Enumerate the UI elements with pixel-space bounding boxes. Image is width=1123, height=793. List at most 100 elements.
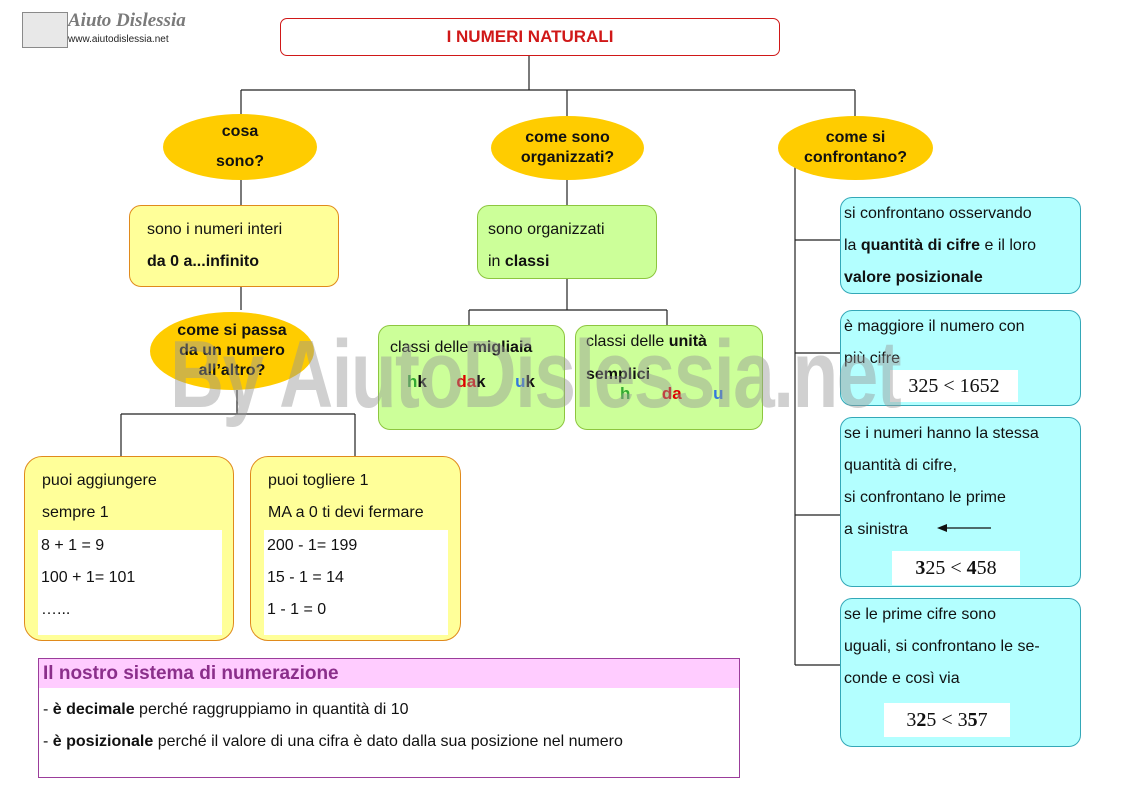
add-line: sempre 1 [42, 504, 109, 521]
semplici-prefix: classi delle [586, 333, 669, 350]
compare-line: si confrontano osservando [844, 205, 1032, 222]
migliaia-units: hk dak uk [390, 372, 564, 392]
digit-bold: 3 [915, 557, 926, 579]
semplici-bold: unità [668, 333, 707, 350]
compare-bold: quantità di cifre [860, 237, 981, 254]
watermark: By AiutoDislessia.net [170, 321, 902, 428]
example-line: 100 + 1= 101 [41, 569, 136, 586]
numeration-heading: Il nostro sistema di numerazione [39, 659, 739, 688]
semplici-bold2: semplici [586, 366, 651, 383]
less-than-symbol: < [941, 709, 953, 731]
organization-line: in classi [488, 246, 656, 278]
less-than-symbol: < [943, 375, 955, 397]
dash: - [43, 733, 53, 750]
unit-k: k [525, 372, 535, 391]
compare-line: conde e così via [844, 670, 960, 687]
compare-line: è maggiore il numero con [844, 318, 1025, 335]
oval-line: cosa [221, 123, 259, 140]
compare-suffix: e il loro [980, 237, 1037, 254]
unit-u: u [515, 372, 526, 391]
migliaia-bold: migliaia [472, 339, 533, 356]
semplici-units: h da u [586, 384, 762, 404]
digit-bold: 5 [967, 709, 978, 731]
unit-da: da [456, 372, 477, 391]
migliaia-prefix: classi delle [390, 339, 473, 356]
numeration-rest: perché il valore di una cifra è dato dal… [153, 733, 623, 750]
numeration-line: - è decimale perché raggruppiamo in quan… [39, 694, 739, 726]
organization-bold: classi [504, 253, 550, 270]
definition-line: sono i numeri interi [147, 221, 283, 238]
compare-line: a sinistra [844, 521, 909, 538]
definition-line-bold: da 0 a...infinito [147, 253, 260, 270]
compare-line: se i numeri hanno la stessa [844, 425, 1039, 442]
example-line: …... [41, 601, 71, 618]
semplici-label: classi delle unità [586, 330, 762, 354]
diagram-title: I NUMERI NATURALI [280, 18, 780, 56]
oval-cosa-sono: cosa sono? [163, 114, 317, 180]
dash: - [43, 701, 53, 718]
compare-prefix: la [844, 237, 861, 254]
digit-rest: 58 [976, 557, 997, 579]
oval-line: da un numero [179, 342, 285, 359]
unit-u: u [713, 384, 724, 403]
oval-confrontano: come si confrontano? [778, 116, 933, 180]
oval-line: come si [825, 129, 886, 146]
digit-rest: 25 [925, 557, 946, 579]
subtract-line: MA a 0 ti devi fermare [268, 504, 424, 521]
example-325-458: 325 < 458 [892, 551, 1020, 585]
subtract-examples: 200 - 1= 199 15 - 1 = 14 1 - 1 = 0 [264, 530, 448, 635]
migliaia-box: classi delle migliaia hk dak uk [378, 325, 565, 430]
less-than-symbol: < [950, 557, 962, 579]
oval-line: organizzati? [520, 149, 615, 166]
unit-k: k [417, 372, 427, 391]
digit-pre: 3 [906, 709, 917, 731]
oval-come-si-passa: come si passa da un numero all’altro? [150, 312, 314, 390]
add-line: puoi aggiungere [42, 472, 157, 489]
numeration-bold: è decimale [52, 701, 135, 718]
numeration-bold: è posizionale [52, 733, 154, 750]
compare-line: si confrontano le prime [844, 489, 1006, 506]
compare-line: la quantità di cifre e il loro [844, 230, 1080, 262]
organization-line: sono organizzati [488, 221, 605, 238]
number-a: 325 [908, 375, 939, 397]
numeration-line: - è posizionale perché il valore di una … [39, 726, 739, 758]
example-325-357: 325 < 357 [884, 703, 1010, 737]
example-line: 8 + 1 = 9 [41, 537, 105, 554]
unit-da: da [661, 384, 682, 403]
digit-rest: 7 [977, 709, 988, 731]
compare-line: se le prime cifre sono [844, 606, 997, 623]
logo-url: www.aiutodislessia.net [68, 34, 169, 45]
compare-line: più cifre [844, 350, 901, 367]
example-line: 1 - 1 = 0 [267, 601, 327, 618]
numeration-system-box: Il nostro sistema di numerazione - è dec… [38, 658, 740, 778]
number-b: 1652 [959, 375, 1000, 397]
organization-prefix: in [488, 253, 505, 270]
digit-bold: 2 [916, 709, 927, 731]
digit-pre: 3 [957, 709, 968, 731]
subtract-line: puoi togliere 1 [268, 472, 369, 489]
compare-line: uguali, si confrontano le se- [844, 638, 1040, 655]
logo-image [22, 12, 68, 48]
unit-k: k [476, 372, 486, 391]
semplici-box: classi delle unità semplici h da u [575, 325, 763, 430]
numeration-rest: perché raggruppiamo in quantità di 10 [134, 701, 409, 718]
oval-line: confrontano? [803, 149, 908, 166]
example-line: 200 - 1= 199 [267, 537, 358, 554]
oval-organizzati: come sono organizzati? [491, 116, 644, 180]
example-325-1652: 325 < 1652 [890, 370, 1018, 402]
oval-line: sono? [216, 153, 264, 170]
definition-box: sono i numeri interi da 0 a...infinito [129, 205, 339, 287]
digit-bold: 4 [966, 557, 977, 579]
add-examples: 8 + 1 = 9 100 + 1= 101 …... [38, 530, 222, 635]
example-line: 15 - 1 = 14 [267, 569, 344, 586]
digit-rest: 5 [926, 709, 937, 731]
compare-line-bold: valore posizionale [844, 269, 983, 286]
organization-box: sono organizzati in classi [477, 205, 657, 279]
migliaia-label: classi delle migliaia [390, 336, 564, 360]
compare-box-1: si confrontano osservando la quantità di… [840, 197, 1081, 294]
oval-line: come si passa [177, 322, 287, 339]
unit-h: h [620, 384, 631, 403]
arrow-left-icon [937, 524, 991, 532]
oval-line: come sono [525, 129, 610, 146]
